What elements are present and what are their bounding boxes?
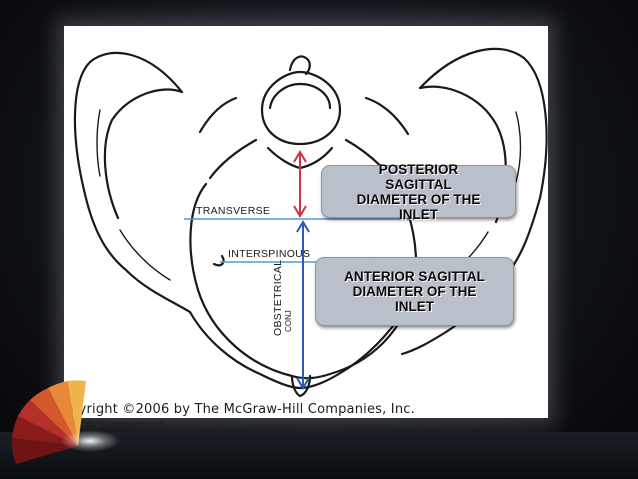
- anterior-sagittal-callout: ANTERIOR SAGITTAL DIAMETER OF THE INLET: [315, 257, 514, 326]
- light-flare: [60, 430, 120, 452]
- posterior-sagittal-callout: POSTERIOR SAGITTAL DIAMETER OF THE INLET: [321, 162, 516, 222]
- posterior-arrowhead-top: [293, 150, 307, 163]
- anterior-arrowhead-bottom: [296, 377, 310, 390]
- anterior-arrowhead-top: [296, 220, 310, 233]
- rights-notice: ll rights reserved.: [62, 418, 168, 426]
- conj-label: CONJ: [284, 310, 293, 332]
- sacral-vertebra: [260, 70, 342, 146]
- interspinous-label: INTERSPINOUS: [228, 248, 311, 260]
- left-iliac-wing: [73, 51, 192, 314]
- transverse-label: TRANSVERSE: [196, 205, 271, 217]
- pubic-symphysis: [290, 374, 312, 398]
- pelvis-figure-panel: [64, 26, 548, 418]
- posterior-arrowhead-bottom: [293, 205, 307, 218]
- color-fan-decoration: [11, 380, 86, 464]
- right-iliac-wing: [418, 47, 548, 284]
- copyright-notice: opyright ©2006 by The McGraw-Hill Compan…: [62, 402, 415, 417]
- obstetrical-label: OBSTETRICAL: [272, 259, 284, 336]
